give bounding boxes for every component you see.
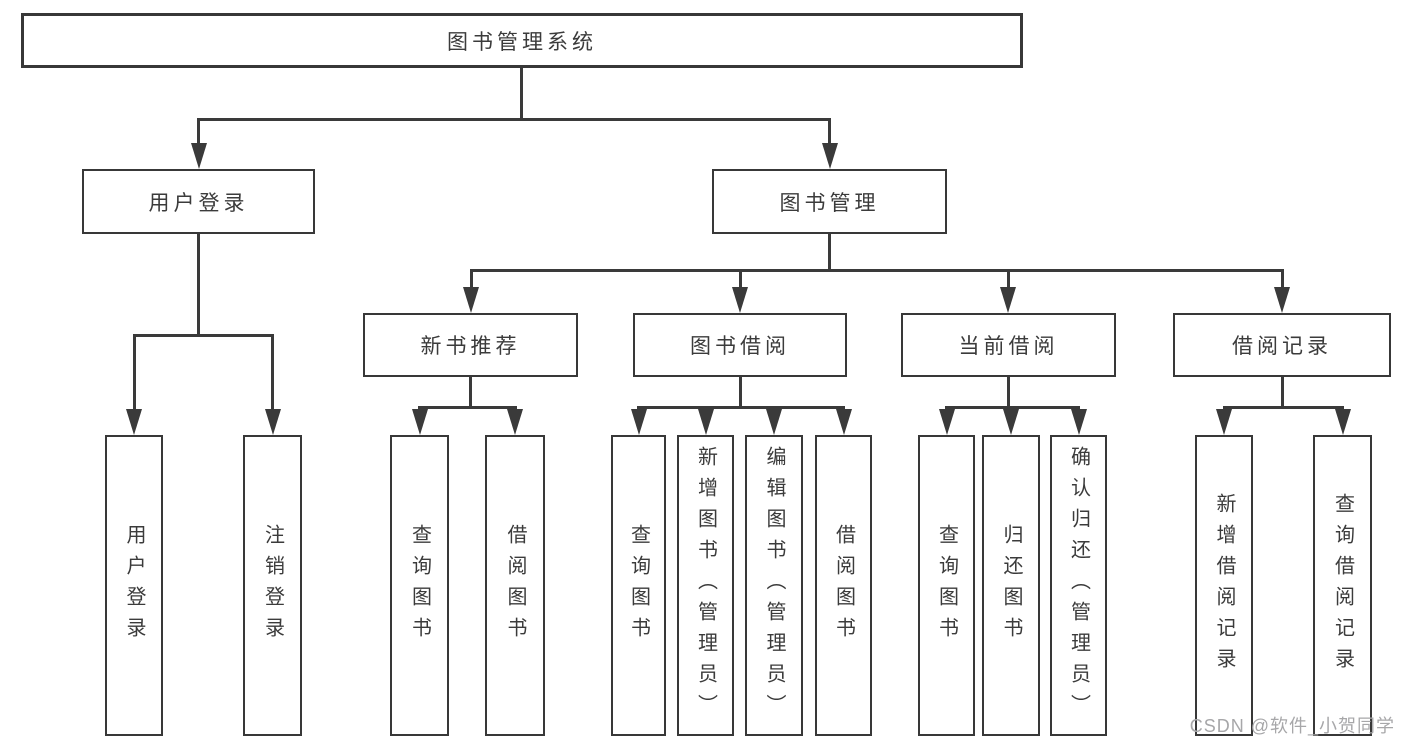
connector-to-leaf-user-login (132, 334, 136, 411)
arrow-down-icon (1003, 409, 1019, 435)
leaf-label: 借阅图书 (504, 523, 526, 648)
leaf-confirm-return-admin: 确认归还（管理员） (1050, 435, 1107, 736)
leaf-label: 归还图书 (1000, 523, 1022, 648)
arrow-down-icon (264, 409, 281, 435)
connector-new-book-crossbar (418, 406, 517, 409)
leaf-logout: 注销登录 (243, 435, 302, 736)
connector-to-book-borrow (738, 269, 742, 289)
node-label: 图书借阅 (690, 335, 790, 358)
node-label: 当前借阅 (958, 335, 1059, 358)
leaf-label: 确认归还（管理员） (1067, 446, 1090, 725)
arrow-down-icon (507, 409, 523, 435)
connector-to-current-borrow (1006, 269, 1010, 289)
arrow-down-icon (697, 409, 714, 435)
arrow-down-icon (732, 287, 748, 313)
connector-book-mgmt-stem (828, 234, 831, 272)
node-borrowing-records: 借阅记录 (1173, 313, 1391, 377)
leaf-label: 用户登录 (123, 523, 145, 648)
arrow-down-icon (766, 409, 782, 435)
connector-to-borrow-record (1280, 269, 1284, 289)
leaf-label: 查询图书 (408, 523, 431, 648)
arrow-down-icon (630, 409, 647, 435)
leaf-label: 编辑图书（管理员） (763, 446, 785, 725)
arrow-down-icon (1000, 287, 1016, 313)
connector-to-new-book (469, 269, 473, 289)
arrow-down-icon (1070, 409, 1087, 435)
connector-book-borrow-crossbar (637, 406, 845, 409)
connector-borrow-record-stem (1280, 377, 1284, 409)
leaf-label: 查询借阅记录 (1331, 492, 1354, 679)
connector-book-borrow-stem (738, 377, 742, 409)
leaf-borrow-books: 借阅图书 (815, 435, 872, 736)
connector-user-login-crossbar (132, 334, 274, 337)
leaf-query-books: 查询图书 (918, 435, 975, 736)
leaf-query-borrow-record: 查询借阅记录 (1313, 435, 1372, 736)
connector-current-borrow-crossbar (945, 406, 1080, 409)
arrow-down-icon (1334, 409, 1351, 435)
arrow-down-icon (1274, 287, 1290, 313)
connector-new-book-stem (469, 377, 472, 409)
arrow-down-icon (821, 143, 838, 169)
leaf-label: 查询图书 (935, 523, 958, 648)
leaf-edit-book-admin: 编辑图书（管理员） (745, 435, 803, 736)
leaf-borrow-books: 借阅图书 (485, 435, 545, 736)
arrow-down-icon (1216, 409, 1232, 435)
leaf-add-borrow-record: 新增借阅记录 (1195, 435, 1253, 736)
connector-current-borrow-stem (1007, 377, 1010, 409)
arrow-down-icon (190, 143, 207, 169)
leaf-add-book-admin: 新增图书（管理员） (677, 435, 734, 736)
leaf-query-books: 查询图书 (390, 435, 449, 736)
leaf-return-books: 归还图书 (982, 435, 1040, 736)
csdn-watermark: CSDN @软件_小贺同学 (1189, 716, 1395, 736)
connector-root-stem (520, 68, 523, 118)
leaf-label: 借阅图书 (832, 523, 855, 648)
connector-root-crossbar (197, 118, 831, 121)
node-label: 用户登录 (148, 191, 249, 215)
node-label: 借阅记录 (1232, 335, 1332, 358)
arrow-down-icon (835, 409, 852, 435)
leaf-label: 注销登录 (261, 523, 284, 648)
leaf-query-books: 查询图书 (611, 435, 666, 736)
connector-root-to-user-login (197, 118, 200, 145)
arrow-down-icon (938, 409, 955, 435)
node-book-borrowing: 图书借阅 (633, 313, 847, 377)
leaf-label: 新增借阅记录 (1213, 492, 1235, 679)
arrow-down-icon (463, 287, 479, 313)
arrow-down-icon (411, 409, 428, 435)
node-user-login: 用户登录 (82, 169, 315, 234)
leaf-user-login: 用户登录 (105, 435, 163, 736)
arrow-down-icon (126, 409, 142, 435)
connector-book-mgmt-crossbar (469, 269, 1284, 272)
connector-borrow-record-crossbar (1222, 406, 1344, 409)
leaf-label: 新增图书（管理员） (694, 446, 717, 725)
leaf-label: 查询图书 (627, 523, 650, 648)
connector-user-login-stem (197, 234, 200, 335)
node-label: 图书管理 (779, 191, 880, 215)
node-current-borrowing: 当前借阅 (901, 313, 1116, 377)
connector-root-to-book-mgmt (828, 118, 831, 145)
node-root-system: 图书管理系统 (21, 13, 1023, 68)
node-label: 图书管理系统 (447, 30, 597, 54)
node-book-management: 图书管理 (712, 169, 947, 234)
connector-to-leaf-logout (271, 334, 274, 411)
node-new-book-recommendation: 新书推荐 (363, 313, 578, 377)
node-label: 新书推荐 (420, 335, 521, 358)
